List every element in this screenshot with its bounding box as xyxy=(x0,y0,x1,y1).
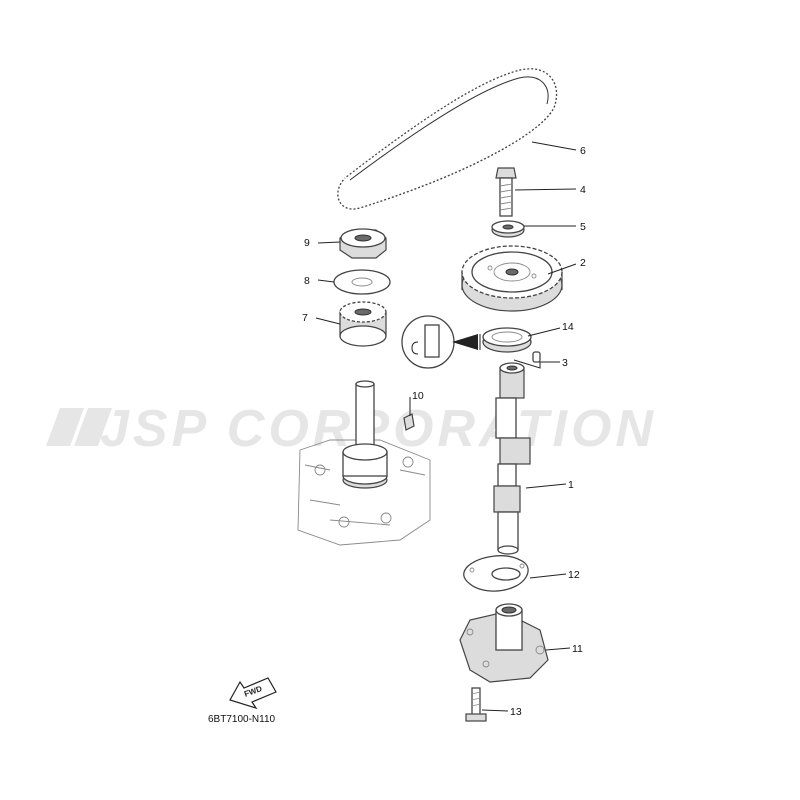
figure-code: 6BT7100-N110 xyxy=(208,714,276,725)
seal-detail-inset xyxy=(401,315,481,369)
callout-2: 2 xyxy=(580,257,586,269)
plate xyxy=(333,269,391,295)
nut xyxy=(339,228,387,259)
callout-11: 11 xyxy=(572,643,583,655)
callout-1: 1 xyxy=(568,479,574,491)
washer xyxy=(491,220,525,238)
sprocket-bolt xyxy=(495,167,517,217)
leader-lines xyxy=(315,141,577,712)
oil-seal xyxy=(482,327,532,353)
oil-pump xyxy=(459,603,549,683)
callout-3: 3 xyxy=(562,357,568,369)
timing-belt xyxy=(336,67,558,211)
callout-12: 12 xyxy=(568,569,580,581)
pump-bolt xyxy=(465,687,487,722)
gasket xyxy=(463,555,529,592)
camshaft xyxy=(493,362,531,555)
fwd-arrow-icon: FWD xyxy=(229,677,277,710)
callout-4: 4 xyxy=(580,184,586,196)
callout-6: 6 xyxy=(580,145,586,157)
callout-13: 13 xyxy=(510,706,522,718)
callout-10: 10 xyxy=(412,390,424,402)
woodruff-key xyxy=(403,413,415,431)
callout-8: 8 xyxy=(304,275,310,287)
callout-5: 5 xyxy=(580,221,586,233)
callout-14: 14 xyxy=(562,321,574,333)
camshaft-sprocket xyxy=(461,245,563,312)
crankshaft-block xyxy=(297,380,431,546)
callout-labels: 6 4 5 2 14 3 1 12 11 13 9 8 7 10 xyxy=(302,145,586,718)
callout-7: 7 xyxy=(302,312,308,324)
dowel-pin xyxy=(532,351,541,363)
driven-gear xyxy=(339,301,387,347)
callout-9: 9 xyxy=(304,237,310,249)
